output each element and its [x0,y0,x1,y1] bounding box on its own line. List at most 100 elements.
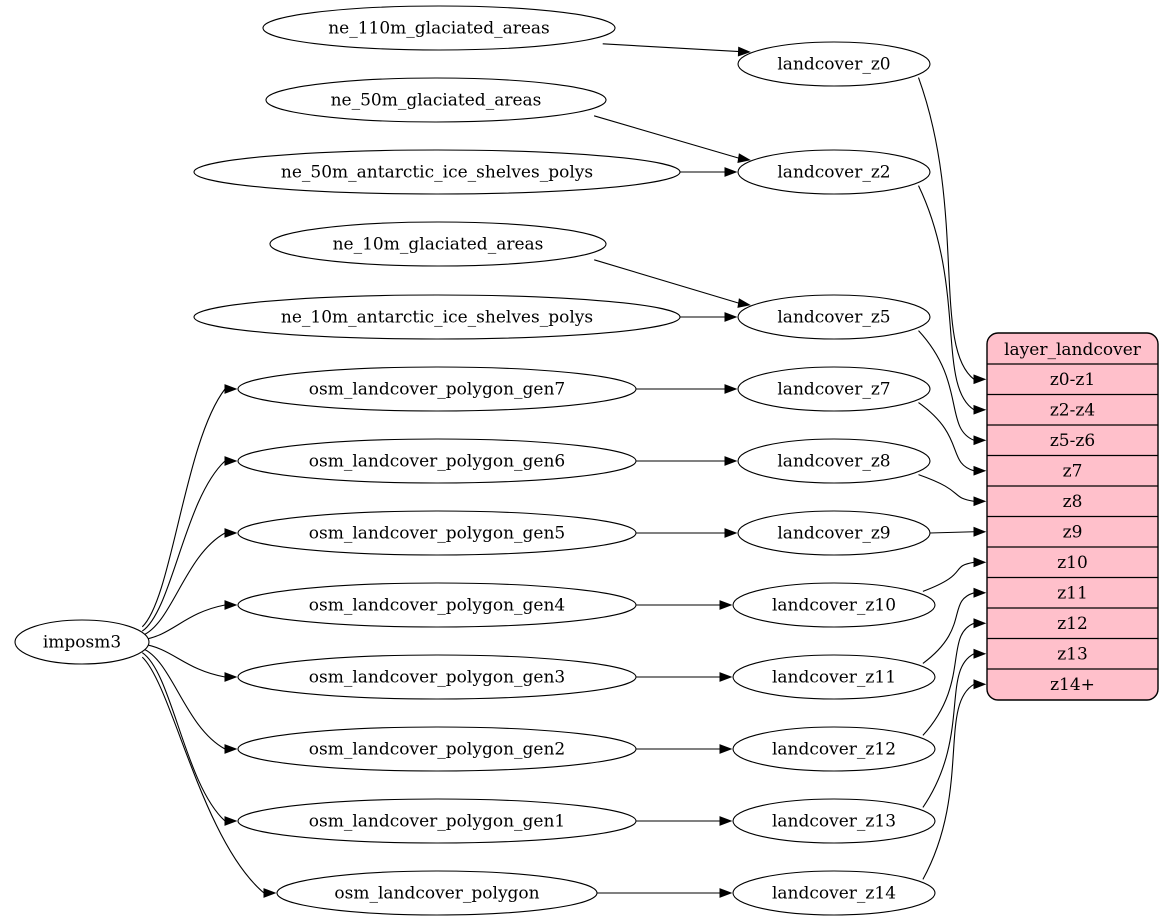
node-shape [732,726,936,772]
node-landcover_z10[interactable]: landcover_z10 [732,582,936,628]
node-shape [237,582,637,628]
record-node-layer-landcover[interactable]: layer_landcover z0-z1 z2-z4 z5-z6 z7 z8 z9 z10 z… [986,332,1159,701]
node-shape [237,726,637,772]
edge-ne_10m_glaciated_areas-to-landcover_z5 [594,259,740,304]
record-row-z11[interactable]: z11 [1057,583,1088,603]
edge-arrowhead [224,744,238,754]
edge-arrowhead [724,456,738,466]
node-imposm3[interactable]: imposm3 [14,619,150,665]
record-row-z13[interactable]: z13 [1057,644,1088,664]
edge-arrowhead [224,456,238,466]
node-shape [237,366,637,412]
node-landcover_z7[interactable]: landcover_z7 [737,366,931,412]
node-shape [732,798,936,844]
edge-arrowhead [224,528,238,538]
edge-arrowhead [973,435,987,446]
node-ne_10m_glaciated_areas[interactable]: ne_10m_glaciated_areas [269,221,607,267]
edge-imposm3-to-osm_landcover_polygon_gen5 [142,532,226,637]
record-row-z5-z6[interactable]: z5-z6 [1050,431,1095,451]
node-shape [262,5,616,51]
node-osm_landcover_polygon_gen2[interactable]: osm_landcover_polygon_gen2 [237,726,637,772]
node-landcover_z8[interactable]: landcover_z8 [737,438,931,484]
edge-arrowhead [724,167,738,177]
record-row-z0-z1[interactable]: z0-z1 [1050,370,1095,390]
edge-landcover_z0-to-record-row-0 [917,77,975,380]
edge-arrowhead [973,557,987,568]
node-label: landcover_z5 [777,308,890,328]
node-shape [732,582,936,628]
node-label: landcover_z0 [777,55,890,75]
edge-arrowhead [973,374,987,385]
edge-arrowhead [737,298,751,308]
node-landcover_z0[interactable]: landcover_z0 [737,41,931,87]
edge-arrowhead [719,600,733,610]
node-label: landcover_z10 [772,596,896,616]
edge-arrowhead [263,888,277,898]
record-row-z12[interactable]: z12 [1057,614,1088,634]
edge-landcover_z7-to-record-row-3 [918,402,975,472]
record-row-z8[interactable]: z8 [1063,492,1083,512]
edge-imposm3-to-osm_landcover_polygon_gen1 [141,652,226,822]
node-label: ne_50m_antarctic_ice_shelves_polys [281,163,593,183]
node-shape [737,438,931,484]
edge-imposm3-to-osm_landcover_polygon [141,656,265,894]
edge-arrowhead [973,648,987,659]
edge-arrowhead [724,528,738,538]
node-label: osm_landcover_polygon_gen2 [309,740,565,760]
node-label: osm_landcover_polygon_gen7 [309,380,565,400]
edge-imposm3-to-osm_landcover_polygon_gen4 [142,604,226,641]
record-row-z9[interactable]: z9 [1063,522,1083,542]
node-osm_landcover_polygon_gen3[interactable]: osm_landcover_polygon_gen3 [237,654,637,700]
node-landcover_z5[interactable]: landcover_z5 [737,294,931,340]
node-label: landcover_z7 [777,380,890,400]
edge-arrowhead [973,679,987,690]
node-osm_landcover_polygon[interactable]: osm_landcover_polygon [276,870,598,916]
node-landcover_z9[interactable]: landcover_z9 [737,510,931,556]
edge-imposm3-to-osm_landcover_polygon_gen3 [142,643,226,678]
edge-arrowhead [719,672,733,682]
record-row-z2-z4[interactable]: z2-z4 [1050,400,1095,420]
node-ne_110m_glaciated_areas[interactable]: ne_110m_glaciated_areas [262,5,616,51]
node-ne_50m_glaciated_areas[interactable]: ne_50m_glaciated_areas [265,77,607,123]
edge-arrowhead [724,384,738,394]
edge-arrowhead [724,312,738,322]
node-osm_landcover_polygon_gen4[interactable]: osm_landcover_polygon_gen4 [237,582,637,628]
record-header-label: layer_landcover [1004,340,1142,360]
node-shape [732,870,936,916]
node-osm_landcover_polygon_gen5[interactable]: osm_landcover_polygon_gen5 [237,510,637,556]
node-osm_landcover_polygon_gen1[interactable]: osm_landcover_polygon_gen1 [237,798,637,844]
node-label: imposm3 [43,633,121,653]
edge-arrowhead [973,587,987,598]
node-label: osm_landcover_polygon_gen3 [309,668,565,688]
edge-arrowhead [737,46,751,57]
node-label: osm_landcover_polygon_gen1 [309,812,565,832]
record-row-z14+[interactable]: z14+ [1050,675,1095,695]
node-shape [732,654,936,700]
edge-landcover_z13-to-record-row-9 [922,653,975,808]
node-landcover_z11[interactable]: landcover_z11 [732,654,936,700]
record-row-z10[interactable]: z10 [1057,553,1088,573]
node-ne_10m_antarctic_ice_shelves_polys[interactable]: ne_10m_antarctic_ice_shelves_polys [193,294,681,340]
node-landcover_z12[interactable]: landcover_z12 [732,726,936,772]
edge-arrowhead [719,744,733,754]
node-ne_50m_antarctic_ice_shelves_polys[interactable]: ne_50m_antarctic_ice_shelves_polys [193,149,681,195]
node-label: ne_10m_glaciated_areas [333,235,544,255]
edge-landcover_z14-to-record-row-10 [922,683,975,880]
node-shape [737,510,931,556]
edge-arrowhead [973,465,987,476]
edge-landcover_z10-to-record-row-6 [922,561,975,592]
record-layer: layer_landcover z0-z1 z2-z4 z5-z6 z7 z8 z9 z10 z… [986,332,1159,701]
edge-landcover_z11-to-record-row-7 [922,592,975,664]
edge-arrowhead [224,384,238,394]
node-shape [193,294,681,340]
node-shape [237,654,637,700]
edge-arrowhead [224,816,238,826]
edge-arrowhead [973,496,987,507]
node-osm_landcover_polygon_gen6[interactable]: osm_landcover_polygon_gen6 [237,438,637,484]
node-landcover_z14[interactable]: landcover_z14 [732,870,936,916]
edge-landcover_z12-to-record-row-8 [922,622,975,736]
node-landcover_z2[interactable]: landcover_z2 [737,149,931,195]
node-landcover_z13[interactable]: landcover_z13 [732,798,936,844]
node-osm_landcover_polygon_gen7[interactable]: osm_landcover_polygon_gen7 [237,366,637,412]
record-row-z7[interactable]: z7 [1063,461,1083,481]
